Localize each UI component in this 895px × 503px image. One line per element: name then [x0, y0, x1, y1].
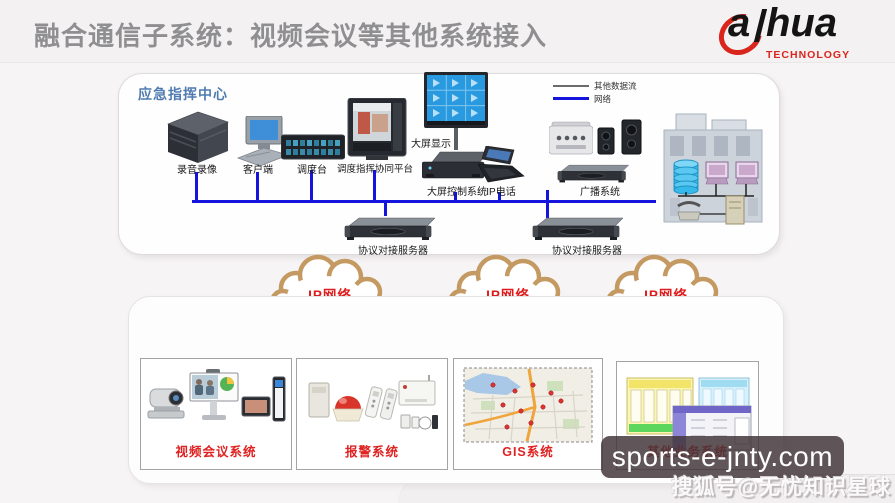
subsystem-box-alarm: 报警系统 [296, 358, 448, 470]
dahua-logo-word: hua [766, 1, 838, 45]
rack-server-icon [532, 217, 623, 241]
gis-map-icon [463, 367, 593, 443]
device-label-client: 客户端 [243, 165, 273, 176]
network-bus-line [192, 200, 656, 203]
building-icon [663, 113, 763, 225]
device-label-broadcast: 广播系统 [580, 187, 620, 198]
device-label-dispatch-platform: 调度指挥协同平台 [336, 164, 413, 175]
network-drop-line [195, 172, 198, 200]
video-wall-controller-icon [422, 151, 488, 179]
network-drop-line [310, 170, 313, 200]
broadcast-rack-icon [557, 164, 630, 183]
legend-label-other-data: 其他数据流 [594, 81, 637, 91]
device-label-ip-phone: IP电话 [486, 187, 516, 198]
mixer-icon [549, 121, 593, 155]
network-drop-line [454, 192, 457, 200]
watermark-badge: sports-e-jnty.com [601, 436, 844, 478]
legend-label-network: 网络 [594, 94, 612, 104]
device-label-video-wall: 大屏显示 [411, 139, 451, 150]
dahua-logo-letter: a [728, 1, 751, 45]
subsystem-label: 报警系统 [344, 445, 399, 459]
page-title: 融合通信子系统：视频会议等其他系统接入 [34, 21, 548, 51]
subsystem-label: GIS系统 [502, 445, 554, 459]
footer-credit: 搜狐号@无忧知识星球 [671, 476, 891, 499]
rack-server-icon [344, 217, 435, 241]
subsystem-label: 视频会议系统 [175, 445, 257, 459]
watermark-text: sports-e-jnty.com [611, 441, 834, 472]
subsystem-box-gis: GIS系统 [453, 358, 603, 470]
network-drop-line [546, 190, 549, 218]
network-drop-line [384, 202, 387, 216]
dispatch-platform-icon [347, 98, 407, 160]
device-label-dispatch-console: 调度台 [297, 165, 327, 176]
server-label: 协议对接服务器 [552, 246, 622, 257]
dahua-logo-tagline: TECHNOLOGY [766, 49, 851, 61]
dahua-logo: a hua TECHNOLOGY [710, 1, 890, 64]
header-band [0, 0, 895, 63]
device-label-video-wall-controller: 大屏控制系统 [427, 187, 487, 198]
device-label-recorder: 录音录像 [177, 165, 217, 176]
subsystem-box-video-conference: 视频会议系统 [140, 358, 292, 470]
network-drop-line [373, 170, 376, 200]
client-pc-icon [236, 116, 290, 167]
ip-phone-icon [478, 146, 525, 183]
business-software-icon [626, 377, 752, 451]
video-wall-icon [424, 72, 488, 150]
server-label: 协议对接服务器 [358, 246, 428, 257]
recorder-icon [167, 111, 229, 163]
video-conference-icon [147, 369, 286, 422]
network-drop-line [498, 192, 501, 200]
network-drop-line [256, 172, 259, 200]
dispatch-console-icon [281, 134, 345, 160]
speakers-icon [597, 119, 642, 155]
legend-line-other-data [553, 85, 589, 87]
legend-line-network [553, 97, 589, 100]
command-center-title: 应急指挥中心 [138, 86, 228, 102]
alarm-kit-icon [308, 375, 438, 430]
